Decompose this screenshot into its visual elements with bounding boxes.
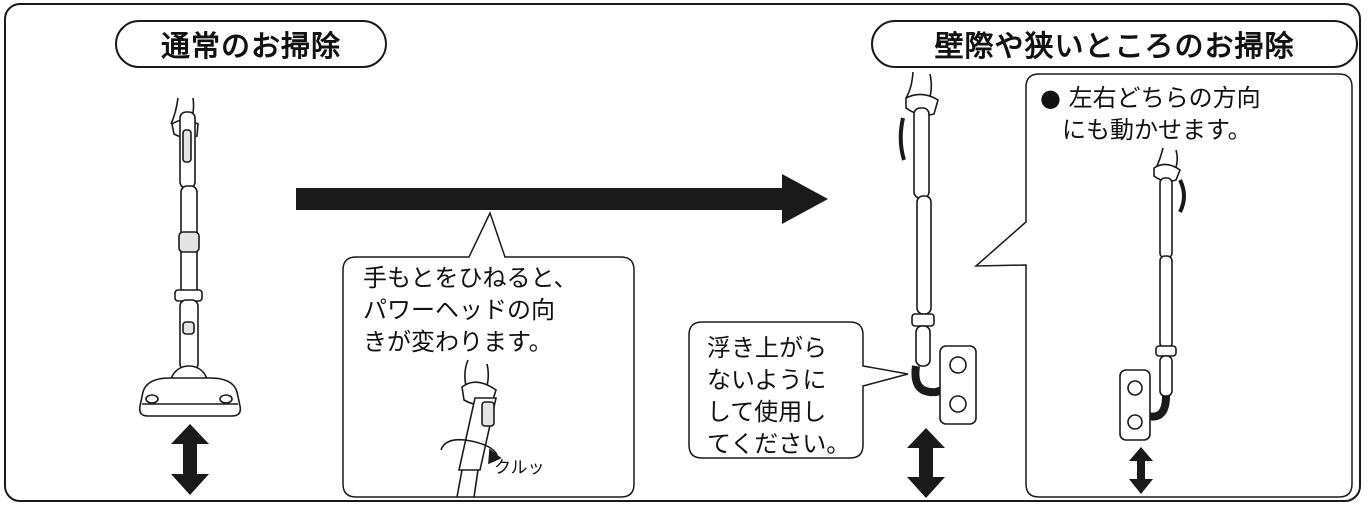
lift-callout-box — [688, 321, 909, 459]
twist-note: 手もとをひねると、 パワーヘッドの向 きが変わります。 — [363, 262, 578, 358]
double-arrow-icon — [907, 428, 945, 498]
twist-note-line: 手もとをひねると、 — [363, 264, 578, 292]
twist-note-line: パワーヘッドの向 — [363, 296, 555, 324]
double-arrow-icon — [1129, 447, 1153, 494]
lift-note-line: ないように — [707, 366, 827, 394]
twist-callout-box — [342, 211, 635, 498]
vacuum-side — [1119, 147, 1186, 441]
lift-note-line: して使用し — [707, 398, 827, 426]
direction-note: ● 左右どちらの方向 にも動かせます。 — [1040, 82, 1261, 146]
vacuum-upright — [138, 97, 242, 417]
figure-frame — [4, 3, 1361, 502]
section-title-narrow: 壁際や狭いところのお掃除 — [871, 20, 1358, 68]
lift-note-line: てください。 — [707, 430, 851, 458]
lift-note-line: 浮き上がら — [707, 334, 827, 362]
handle-twist-sketch — [440, 359, 502, 498]
right-arrow-icon — [296, 174, 828, 224]
section-title-normal: 通常のお掃除 — [115, 20, 387, 68]
direction-note-line: にも動かせます。 — [1062, 116, 1252, 144]
vacuum-angled — [898, 71, 977, 425]
twist-note-line: きが変わります。 — [363, 328, 553, 356]
lift-note: 浮き上がら ないように して使用し てください。 — [707, 332, 850, 460]
direction-note-line: ● 左右どちらの方向 — [1040, 84, 1261, 112]
twist-sound-label: クルッ — [494, 458, 545, 478]
double-arrow-icon — [171, 424, 209, 495]
